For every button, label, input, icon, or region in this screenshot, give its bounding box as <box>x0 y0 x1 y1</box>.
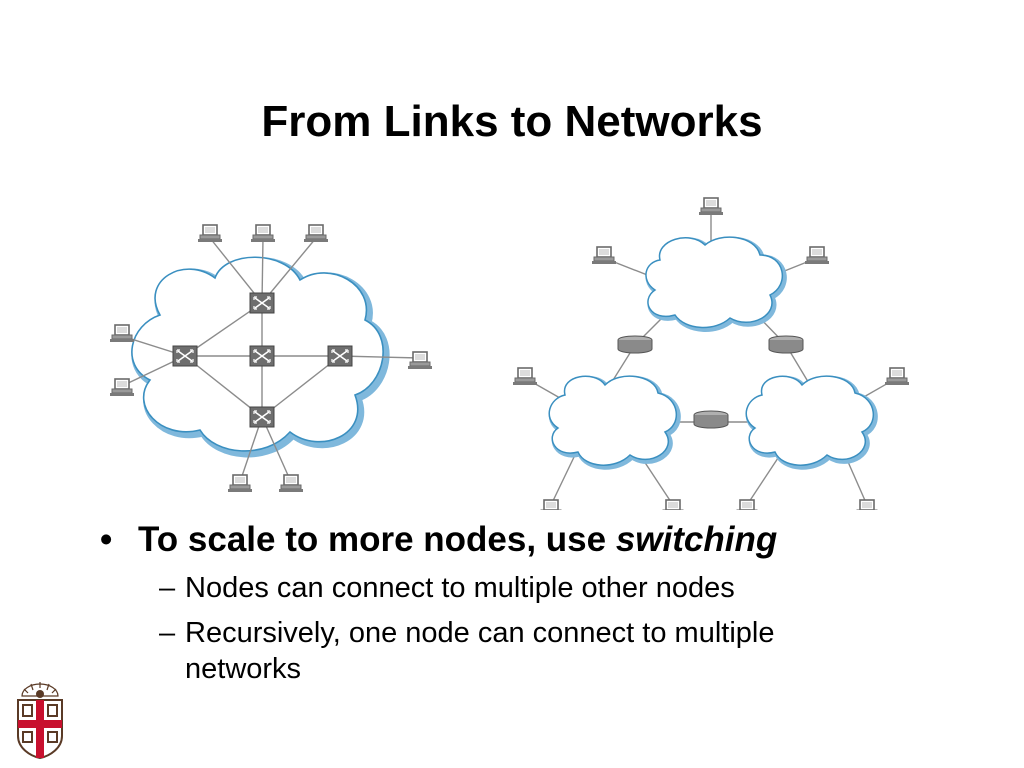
computer-icon <box>109 324 135 343</box>
bottom-right-cloud <box>745 375 878 470</box>
computer-icon <box>884 367 910 386</box>
bottom-left-cloud <box>548 375 681 470</box>
network-diagrams <box>109 197 910 510</box>
computer-icon <box>197 224 223 243</box>
computer-icon <box>804 246 830 265</box>
router-icon <box>768 335 804 354</box>
slide-title: From Links to Networks <box>261 97 763 146</box>
computer-icon <box>698 197 724 216</box>
switch-icon <box>249 345 275 367</box>
sub-marker: – <box>159 616 176 649</box>
switch-icon <box>249 292 275 314</box>
computer-icon <box>278 474 304 493</box>
sub-marker: – <box>159 571 176 604</box>
bullet-main: • To scale to more nodes, use switching <box>100 518 960 562</box>
top-cloud <box>645 236 787 332</box>
computer-icon <box>227 474 253 493</box>
bullet-main-text: To scale to more nodes, use <box>138 520 616 559</box>
computer-icon <box>591 246 617 265</box>
sun-crest-icon <box>21 682 59 698</box>
computer-icon <box>660 499 686 510</box>
router-icon <box>693 410 729 429</box>
router-icon <box>617 335 653 354</box>
switch-icon <box>172 345 198 367</box>
computer-icon <box>512 367 538 386</box>
switch-icon <box>327 345 353 367</box>
computer-icon <box>407 351 433 370</box>
sub-item-text: Recursively, one node can connect to mul… <box>185 616 775 686</box>
computer-icon <box>250 224 276 243</box>
computer-icon <box>854 499 880 510</box>
bullet-marker: • <box>100 520 113 559</box>
bullet-main-emphasis: switching <box>615 520 778 559</box>
switch-icon <box>249 406 275 428</box>
computer-icon <box>303 224 329 243</box>
bullet-sub-item: – Recursively, one node can connect to m… <box>159 615 885 689</box>
bullet-sub-item: – Nodes can connect to multiple other no… <box>159 570 885 607</box>
computer-icon <box>734 499 760 510</box>
right-internetwork <box>512 197 910 510</box>
left-network <box>109 224 433 493</box>
computer-icon <box>538 499 564 510</box>
sub-item-text: Nodes can connect to multiple other node… <box>185 571 735 604</box>
university-shield-logo <box>17 682 63 760</box>
bullet-list: • To scale to more nodes, use switching … <box>100 518 960 688</box>
